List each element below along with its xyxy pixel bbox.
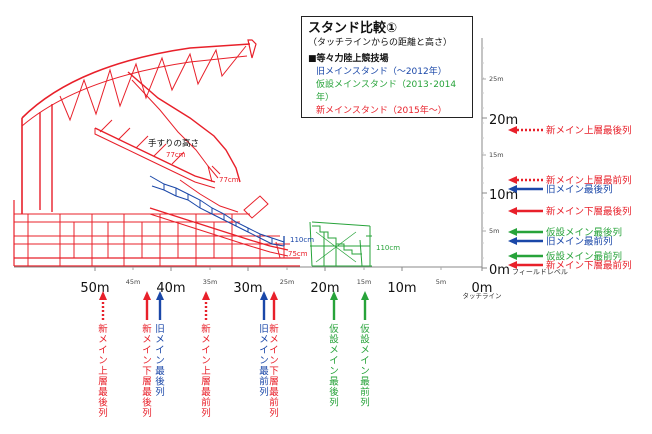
bottom-marker-label: 新メイン下層最前列: [269, 323, 279, 419]
x-major-tick-label: 50m: [80, 281, 109, 296]
y-minor-tick-label: 25m: [489, 75, 504, 83]
bottom-marker-label: 旧メイン最後列: [155, 324, 165, 398]
x-axis-end-label: タッチライン: [463, 291, 502, 300]
y-axis-end-label: フィールドレベル: [512, 268, 568, 276]
bottom-marker-label: 新メイン下層最後列: [142, 323, 152, 419]
bottom-marker: 旧メイン最前列: [259, 291, 269, 398]
bottom-arrow-head: [99, 291, 107, 300]
x-major-tick-label: 10m: [387, 281, 416, 296]
legend: スタンド比較① （タッチラインからの距離と高さ） ■等々力陸上競技場 旧メインス…: [301, 16, 473, 118]
y-minor-tick-label: 5m: [489, 227, 499, 235]
right-marker: 仮設メイン最後列: [508, 227, 622, 239]
right-marker-label: 新メイン下層最後列: [546, 206, 632, 218]
handrail-110cm-label-b: 110cm: [376, 244, 400, 252]
axes: 50m 40m 30m 20m 10m 0m 45m 35m 25m 15m 5m 20m 10m 0m…: [14, 38, 568, 300]
bottom-arrow-head: [361, 291, 369, 300]
handrail-110cm-label-a: 110cm: [290, 236, 314, 244]
y-major-tick-label: 0m: [489, 263, 510, 278]
bottom-marker-label: 新メイン上層最後列: [98, 323, 108, 419]
bottom-marker: 新メイン下層最後列: [142, 291, 152, 419]
right-marker-label: 旧メイン最後列: [546, 184, 613, 196]
right-marker: 新メイン下層最後列: [508, 206, 632, 218]
bottom-marker: 仮設メイン最前列: [360, 291, 370, 409]
handrail-77cm-label-a: 77cm: [166, 151, 186, 159]
right-marker-label: 仮設メイン最後列: [546, 227, 622, 239]
x-major-tick-label: 40m: [156, 281, 185, 296]
new-main-stand-structure: [13, 39, 300, 267]
handrail-75cm-label: 75cm: [288, 250, 308, 258]
bottom-marker-label: 仮設メイン最前列: [360, 323, 370, 409]
right-marker: 旧メイン最後列: [508, 184, 613, 196]
right-marker-label: 新メイン上層最後列: [546, 125, 632, 137]
old-main-stand: [149, 175, 285, 247]
bottom-marker-label: 仮設メイン最後列: [329, 323, 339, 409]
bottom-arrow-head: [270, 291, 278, 300]
right-arrow-head: [508, 228, 517, 236]
bottom-arrow-head: [260, 291, 268, 300]
handrail-annotations: 手すりの高さ 77cm 77cm 110cm 75cm 110cm: [148, 138, 400, 258]
legend-title: スタンド比較①: [308, 21, 398, 36]
right-side-arrows: 新メイン上層最後列新メイン上層最前列旧メイン最後列新メイン下層最後列仮設メイン最…: [508, 125, 632, 272]
right-marker-label: 新メイン下層最前列: [546, 260, 632, 272]
y-major-tick-label: 10m: [489, 188, 518, 203]
bottom-arrow-head: [202, 291, 210, 300]
x-minor-tick-label: 15m: [357, 278, 372, 286]
right-arrow-head: [508, 261, 517, 269]
right-marker: 新メイン下層最前列: [508, 260, 632, 272]
right-marker: 新メイン上層最後列: [508, 125, 632, 137]
temporary-main-stand: [309, 221, 372, 267]
right-arrow-head: [508, 237, 517, 245]
bottom-marker: 新メイン上層最前列: [201, 291, 211, 419]
handrail-label: 手すりの高さ: [148, 138, 199, 149]
legend-item-temporary-main: 仮設メインスタンド（2013･2014年）: [316, 80, 457, 103]
legend-venue: ■等々力陸上競技場: [308, 54, 389, 64]
right-marker-label: 旧メイン最前列: [546, 236, 613, 248]
x-minor-tick-label: 45m: [126, 278, 141, 286]
x-minor-tick-label: 5m: [436, 278, 446, 286]
y-minor-tick-label: 15m: [489, 151, 504, 159]
right-marker: 仮設メイン最前列: [508, 251, 622, 263]
bottom-marker: 新メイン上層最後列: [98, 291, 108, 419]
legend-item-new-main: 新メインスタンド（2015年〜）: [316, 106, 447, 116]
handrail-77cm-label-b: 77cm: [219, 176, 239, 184]
right-arrow-head: [508, 126, 517, 134]
x-major-tick-label: 30m: [233, 281, 262, 296]
bottom-arrow-head: [143, 291, 151, 300]
right-marker-label: 新メイン上層最前列: [546, 175, 632, 187]
x-minor-tick-label: 25m: [280, 278, 295, 286]
right-arrow-head: [508, 207, 517, 215]
x-major-tick-label: 20m: [310, 281, 339, 296]
x-minor-tick-label: 35m: [203, 278, 218, 286]
bottom-marker: 仮設メイン最後列: [329, 291, 339, 409]
right-marker-label: 仮設メイン最前列: [546, 251, 622, 263]
right-arrow-head: [508, 252, 517, 260]
right-marker: 新メイン上層最前列: [508, 175, 632, 187]
legend-item-old-main: 旧メインスタンド（〜2012年）: [316, 67, 447, 77]
legend-subtitle: （タッチラインからの距離と高さ）: [308, 38, 453, 48]
y-major-tick-label: 20m: [489, 113, 518, 128]
bottom-marker-label: 旧メイン最前列: [259, 324, 269, 398]
right-arrow-head: [508, 185, 517, 193]
bottom-marker: 新メイン下層最前列: [269, 291, 279, 419]
bottom-marker-label: 新メイン上層最前列: [201, 323, 211, 419]
bottom-arrow-head: [156, 291, 164, 300]
bottom-marker: 旧メイン最後列: [155, 291, 165, 398]
bottom-arrow-head: [330, 291, 338, 300]
right-arrow-head: [508, 176, 517, 184]
x-major-tick-label: 0m: [472, 281, 493, 296]
right-marker: 旧メイン最前列: [508, 236, 613, 248]
